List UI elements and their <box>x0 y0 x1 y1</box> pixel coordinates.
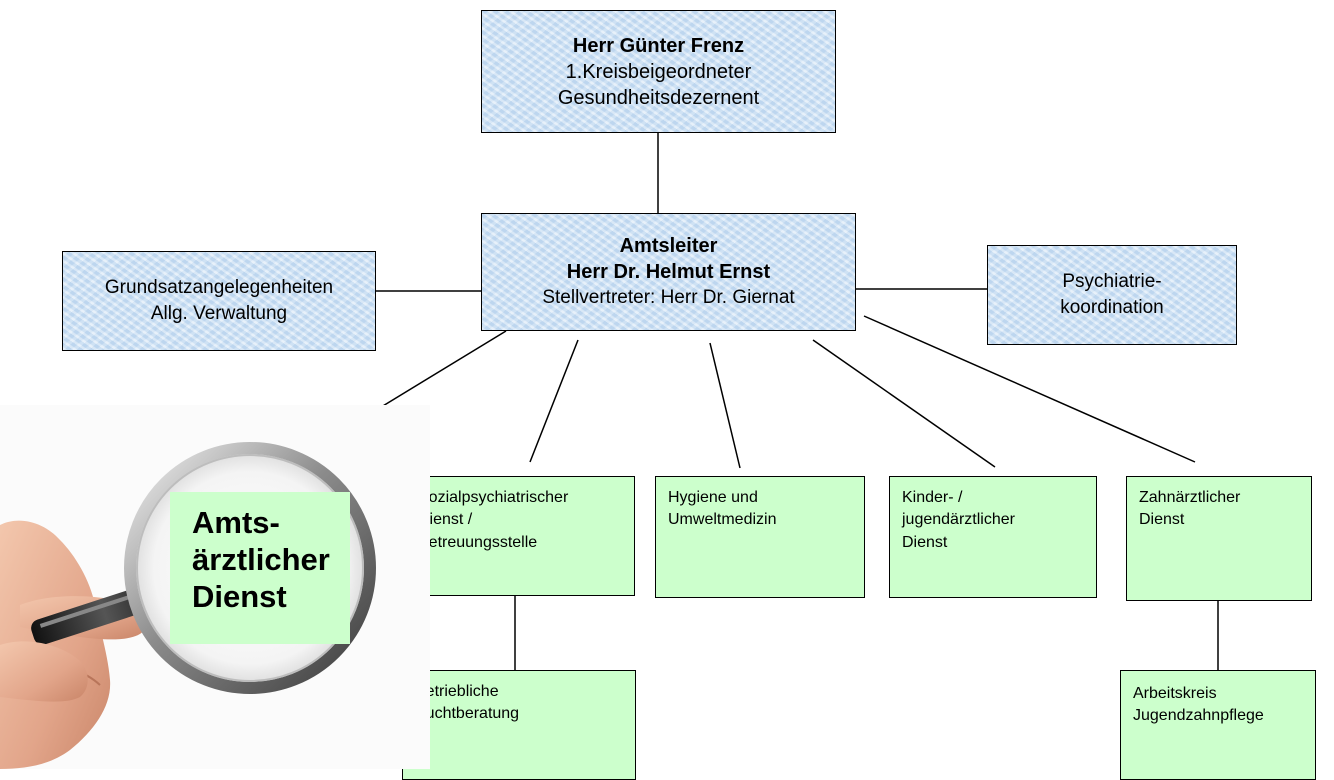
box-workplace-addiction-counseling: Betriebliche Suchtberatung <box>402 670 636 780</box>
sub-unit-line: Suchtberatung <box>415 705 520 723</box>
unit-line: Kinder- / <box>902 489 963 506</box>
unit-line: Sozialpsychiatrischer <box>418 489 569 506</box>
left-line1: Grundsatzangelegenheiten <box>104 277 334 299</box>
unit-line: Betreuungsstelle <box>418 533 538 551</box>
fingers-shape <box>0 641 88 702</box>
center-name: Herr Dr. Helmut Ernst <box>566 261 771 284</box>
unit-line: Zahnärztlicher <box>1139 489 1241 506</box>
box-social-psychiatric-service: Sozialpsychiatrischer Dienst / Betreuung… <box>405 476 635 596</box>
hand-shape <box>0 520 111 769</box>
box-psychiatry-coordination: Psychiatrie- koordination <box>987 245 1237 345</box>
magnifier-label-line1: Amts- <box>192 505 280 540</box>
top-title: 1.Kreisbeigeordneter <box>565 60 752 83</box>
magnifier-label-line3: Dienst <box>192 579 287 615</box>
sub-unit-line: Jugendzahnpflege <box>1133 707 1264 725</box>
magnifier-label-line2: ärztlicher <box>192 542 330 578</box>
box-general-affairs: Grundsatzangelegenheiten Allg. Verwaltun… <box>62 251 376 351</box>
lens-rim-inner <box>136 454 364 682</box>
left-line2: Allg. Verwaltung <box>150 303 288 324</box>
connector-center-dental <box>863 315 1196 463</box>
lens-rim <box>124 442 376 694</box>
right-line1: Psychiatrie- <box>1062 271 1162 293</box>
box-child-youth-medical: Kinder- / jugendärztlicher Dienst <box>889 476 1097 598</box>
box-dental-service: Zahnärztlicher Dienst <box>1126 476 1312 601</box>
unit-line: jugendärztlicher <box>902 511 1015 529</box>
magnifier-label: Amts- ärztlicher Dienst <box>170 492 350 644</box>
box-top-executive: Herr Günter Frenz 1.Kreisbeigeordneter G… <box>481 10 836 133</box>
box-office-head: Amtsleiter Herr Dr. Helmut Ernst Stellve… <box>481 213 856 331</box>
sub-unit-line: Betriebliche <box>415 683 499 700</box>
connector-center-social <box>529 339 579 463</box>
top-name: Herr Günter Frenz <box>572 34 745 57</box>
unit-line: Umweltmedizin <box>668 511 777 529</box>
center-deputy: Stellvertreter: Herr Dr. Giernat <box>542 287 795 309</box>
unit-line: Dienst <box>902 533 948 551</box>
box-youth-dental-care-working-group: Arbeitskreis Jugendzahnpflege <box>1120 670 1316 780</box>
connector-center-children <box>812 339 996 468</box>
unit-line: Hygiene und <box>668 489 758 506</box>
box-hygiene-environment: Hygiene und Umweltmedizin <box>655 476 865 598</box>
sub-unit-line: Arbeitskreis <box>1133 685 1217 702</box>
right-line2: koordination <box>1060 297 1164 318</box>
unit-line: Dienst / <box>418 511 473 529</box>
top-department: Gesundheitsdezernent <box>557 86 760 109</box>
center-role: Amtsleiter <box>619 235 718 258</box>
unit-line: Dienst <box>1139 511 1185 529</box>
connector-center-hygiene <box>709 342 741 469</box>
